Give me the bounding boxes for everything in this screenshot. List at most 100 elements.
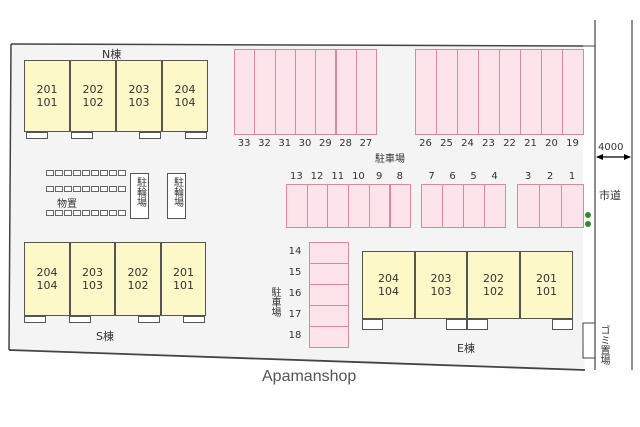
unit-upper-number: 203 <box>82 266 103 279</box>
entrance-step <box>26 132 48 139</box>
parking-stall[interactable] <box>309 284 349 306</box>
parking-stall[interactable] <box>389 184 412 228</box>
parking-stall-number: 1 <box>568 171 576 182</box>
parking-stall-number: 7 <box>428 171 435 182</box>
bicycle-parking-label: 駐輪場 <box>171 177 183 207</box>
parking-stall-number: 32 <box>258 138 271 149</box>
parking-stall-number: 25 <box>440 138 453 149</box>
parking-stall-number: 9 <box>375 171 383 182</box>
parking-stall[interactable] <box>442 184 464 228</box>
parking-stall[interactable] <box>561 184 584 228</box>
parking-stall-number: 8 <box>396 171 404 182</box>
parking-stall[interactable] <box>457 49 479 135</box>
entrance-step <box>467 319 488 330</box>
parking-stall-number: 2 <box>546 171 554 182</box>
unit-lower-number: 102 <box>483 285 504 298</box>
parking-stall[interactable] <box>335 49 357 135</box>
parking-stall-number: 11 <box>331 171 345 182</box>
parking-stall[interactable] <box>478 49 500 135</box>
entrance-step <box>185 132 207 139</box>
parking-stall-number: 23 <box>482 138 495 149</box>
entrance-step <box>24 316 46 323</box>
bicycle-parking-label: 駐輪場 <box>134 177 146 207</box>
parking-stall[interactable] <box>541 49 563 135</box>
parking-stall-number: 4 <box>491 171 498 182</box>
unit-lower-number: 101 <box>536 285 557 298</box>
parking-stall[interactable] <box>286 184 308 228</box>
parking-stall[interactable] <box>517 184 540 228</box>
parking-stall[interactable] <box>348 184 370 228</box>
unit-upper-number: 204 <box>174 83 196 96</box>
entrance-step <box>552 319 573 330</box>
unit-upper-number: 201 <box>536 272 557 285</box>
entrance-step <box>139 132 161 139</box>
road-label: 市道 <box>599 189 621 202</box>
parking-stall[interactable] <box>234 49 256 135</box>
unit-lower-number: 102 <box>82 96 104 109</box>
parking-label-side: 駐車場 <box>269 287 280 317</box>
parking-stall-number: 31 <box>278 138 292 149</box>
parking-stall[interactable] <box>309 263 349 285</box>
parking-stall-number: 21 <box>524 138 537 149</box>
bicycle-parking-2: 駐輪場 <box>167 173 186 219</box>
parking-stall-number: 5 <box>470 171 477 182</box>
parking-stall[interactable] <box>539 184 562 228</box>
parking-stall[interactable] <box>421 184 443 228</box>
parking-stall[interactable] <box>309 305 349 327</box>
parking-stall-number: 13 <box>289 171 303 182</box>
road-width-label: 4000 <box>598 142 624 153</box>
unit-upper-number: 202 <box>127 266 149 279</box>
parking-stall[interactable] <box>254 49 276 135</box>
parking-stall[interactable] <box>562 49 584 135</box>
parking-stall[interactable] <box>315 49 337 135</box>
parking-stall-number: 17 <box>288 308 302 320</box>
parking-stall-number: 26 <box>419 138 432 149</box>
storage-label: 物置 <box>57 199 77 210</box>
unit-upper-number: 204 <box>378 272 399 285</box>
parking-stall[interactable] <box>309 242 349 264</box>
parking-stall[interactable] <box>499 49 521 135</box>
parking-stall-number: 29 <box>318 138 332 149</box>
unit-upper-number: 203 <box>430 272 452 285</box>
unit-upper-number: 201 <box>36 83 58 96</box>
parking-stall-number: 27 <box>359 138 373 149</box>
parking-stall-number: 28 <box>339 138 352 149</box>
parking-stall[interactable] <box>415 49 437 135</box>
parking-stall[interactable] <box>274 49 296 135</box>
parking-stall[interactable] <box>355 49 378 135</box>
parking-stall[interactable] <box>463 184 485 228</box>
storage-rack <box>46 210 127 216</box>
parking-stall[interactable] <box>520 49 542 135</box>
parking-stall[interactable] <box>294 49 317 135</box>
unit-lower-number: 103 <box>430 285 452 298</box>
parking-stall[interactable] <box>327 184 350 228</box>
unit-upper-number: 202 <box>483 272 504 285</box>
parking-stall[interactable] <box>368 184 391 228</box>
building-n-label: N棟 <box>102 48 122 61</box>
entrance-step <box>71 132 93 139</box>
storage-rack <box>46 170 127 176</box>
parking-stall-number: 6 <box>449 171 456 182</box>
parking-stall-number: 24 <box>461 138 474 149</box>
parking-stall[interactable] <box>306 184 329 228</box>
entrance-step <box>69 316 91 323</box>
parking-stall[interactable] <box>436 49 458 135</box>
unit-lower-number: 104 <box>174 96 196 109</box>
parking-stall[interactable] <box>484 184 506 228</box>
building-e-label: E棟 <box>457 342 475 355</box>
marker-dot <box>585 212 591 218</box>
parking-stall[interactable] <box>309 326 349 348</box>
parking-label-top: 駐車場 <box>375 154 405 165</box>
